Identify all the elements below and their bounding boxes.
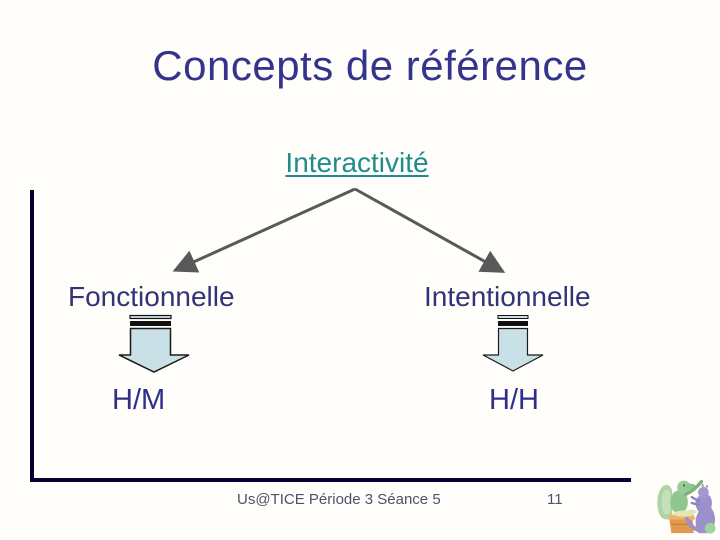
branch-label-intentionnelle: Intentionnelle [424,281,591,312]
result-label-hh: H/H [489,384,539,416]
footer-text: Us@TICE Période 3 Séance 5 [237,491,441,508]
slide-title: Concepts de référence [152,42,588,89]
diagram-root-label: Interactivité [285,147,429,178]
branch-connector-left-icon [172,187,356,273]
striped-down-arrow-left-icon [118,314,190,373]
slide-left-border [30,190,34,482]
branch-connector-right-icon [354,187,506,273]
result-label-hm: H/M [112,384,166,416]
dinosaurs-at-computer-clipart-icon [657,479,716,534]
branch-label-fonctionnelle: Fonctionnelle [68,281,235,312]
slide-bottom-border [30,478,631,482]
page-number: 11 [547,491,563,508]
striped-down-arrow-right-icon [482,315,544,372]
